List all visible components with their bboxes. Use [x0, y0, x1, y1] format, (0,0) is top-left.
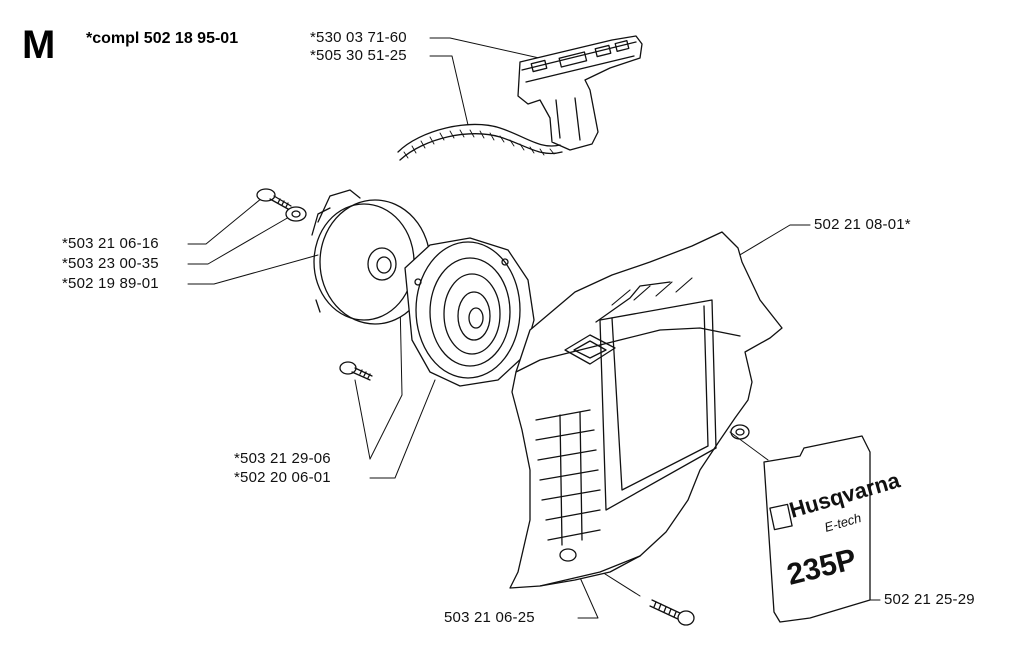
part-label-pulley: *502 19 89-01 [62, 275, 159, 292]
part-label-decal: 502 21 25-29 [884, 591, 975, 608]
leader-p6 [187, 254, 319, 285]
leader-p7a [354, 379, 371, 460]
leader-p3 [727, 224, 811, 263]
leader-p4 [187, 197, 263, 245]
part-label-cover: 502 21 08-01* [814, 216, 911, 233]
section-letter: M [22, 23, 56, 67]
spring-housing-drawing [404, 237, 535, 387]
leader-p1 [429, 37, 549, 61]
part-label-screw-mid: *503 21 29-06 [234, 450, 331, 467]
leader-p2 [429, 55, 469, 126]
assembly-number: *compl 502 18 95-01 [86, 30, 239, 47]
screw-bottom-drawing [649, 599, 695, 626]
washer-drawing [285, 206, 307, 222]
part-label-handle: *530 03 71-60 [310, 29, 407, 46]
leader-p8 [369, 379, 436, 479]
leader-p7b [369, 299, 403, 460]
part-label-screw-bottom: 503 21 06-25 [444, 609, 535, 626]
starter-cover-drawing [509, 231, 783, 589]
part-label-washer: *503 23 00-35 [62, 255, 159, 272]
screw-mid-drawing [339, 361, 373, 381]
part-label-spring: *502 20 06-01 [234, 469, 331, 486]
starter-rope-drawing [397, 123, 563, 161]
screw-top-drawing [256, 188, 292, 210]
leader-lines [187, 37, 881, 619]
part-label-screw-top: *503 21 06-16 [62, 235, 159, 252]
part-label-rope: *505 30 51-25 [310, 47, 407, 64]
leader-p3b [729, 431, 769, 461]
leader-p5 [187, 212, 297, 265]
decal-drawing [763, 435, 871, 623]
starter-handle-drawing [517, 35, 643, 151]
